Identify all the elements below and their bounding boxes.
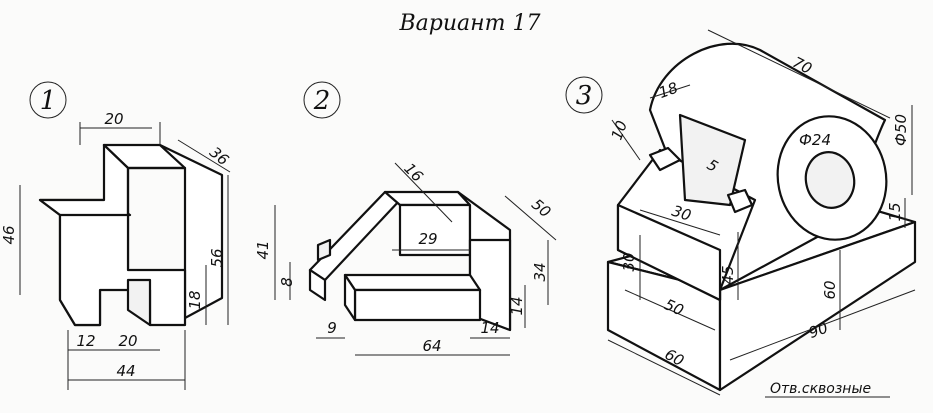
figure-1: 1 20 36 46 56 18 12 20 44 — [0, 81, 232, 390]
fig1-dim-36: 36 — [206, 143, 232, 169]
fig1-slot — [126, 278, 152, 327]
figure-2-number: 2 — [313, 86, 331, 116]
fig2-top-block-top — [383, 190, 472, 207]
fig1-dim-46: 46 — [0, 225, 18, 244]
fig2-dim-64: 64 — [422, 337, 441, 355]
fig3-note: Отв.сквозные — [770, 381, 871, 397]
fig2-base-top — [343, 273, 482, 292]
figure-3: 3 70 18 10 Ф24 Ф50 5 30 30 — [565, 29, 917, 398]
figure-1-number-circle — [29, 81, 67, 119]
fig2-dim-9: 9 — [327, 319, 337, 337]
fig2-dim-34: 34 — [531, 262, 549, 281]
fig2-base-front — [353, 288, 482, 322]
fig3-hole — [804, 151, 856, 209]
fig2-dim-29: 29 — [418, 230, 437, 248]
fig1-dim-56: 56 — [208, 248, 226, 267]
fig3-dim-90: 90 — [806, 319, 830, 342]
fig3-dim-18: 18 — [656, 79, 680, 102]
fig2-small-tab — [316, 238, 332, 262]
fig1-dim-20-bottom: 20 — [118, 332, 137, 350]
fig3-dim-45: 45 — [719, 265, 737, 284]
fig3-dim-30-side: 30 — [620, 252, 638, 271]
fig1-front-face — [58, 213, 187, 327]
fig2-dim-8: 8 — [278, 277, 296, 287]
figure-3-number: 3 — [576, 81, 593, 111]
fig2-dim-14-right: 14 — [508, 296, 526, 315]
fig3-tab-left — [648, 146, 682, 172]
fig2-dim-41: 41 — [254, 240, 272, 259]
sheet-title: Вариант 17 — [399, 11, 541, 36]
fig3-dim-d24: Ф24 — [799, 131, 831, 149]
fig3-base-front — [718, 220, 917, 392]
fig2-rib-top — [308, 190, 402, 282]
fig1-dim-12: 12 — [76, 332, 95, 350]
figure-2: 2 16 50 29 41 8 34 14 9 64 14 — [254, 81, 557, 356]
fig2-base-end — [343, 273, 357, 322]
figure-2-number-circle — [303, 81, 341, 119]
fig3-slot — [678, 113, 747, 207]
fig3-dim-60-vertical: 60 — [821, 280, 839, 299]
fig3-tab-right — [726, 188, 754, 214]
fig1-dim-44: 44 — [116, 362, 135, 380]
fig2-dim-14-bottom: 14 — [480, 319, 499, 337]
fig3-front-block-face — [616, 203, 722, 302]
fig2-dim-16: 16 — [400, 159, 426, 185]
figure-1-number: 1 — [40, 86, 57, 116]
figure-3-number-circle — [565, 76, 603, 114]
fig2-dim-50: 50 — [528, 195, 554, 221]
fig3-dim-10: 10 — [608, 118, 631, 142]
fig3-dim-15: 15 — [886, 202, 904, 221]
fig3-dim-d50: Ф50 — [892, 114, 910, 146]
fig1-dim-18: 18 — [186, 290, 204, 309]
fig1-dim-20-top: 20 — [104, 110, 123, 128]
fig2-rib-end — [308, 268, 327, 302]
fig3-dim-30-top: 30 — [670, 202, 694, 225]
